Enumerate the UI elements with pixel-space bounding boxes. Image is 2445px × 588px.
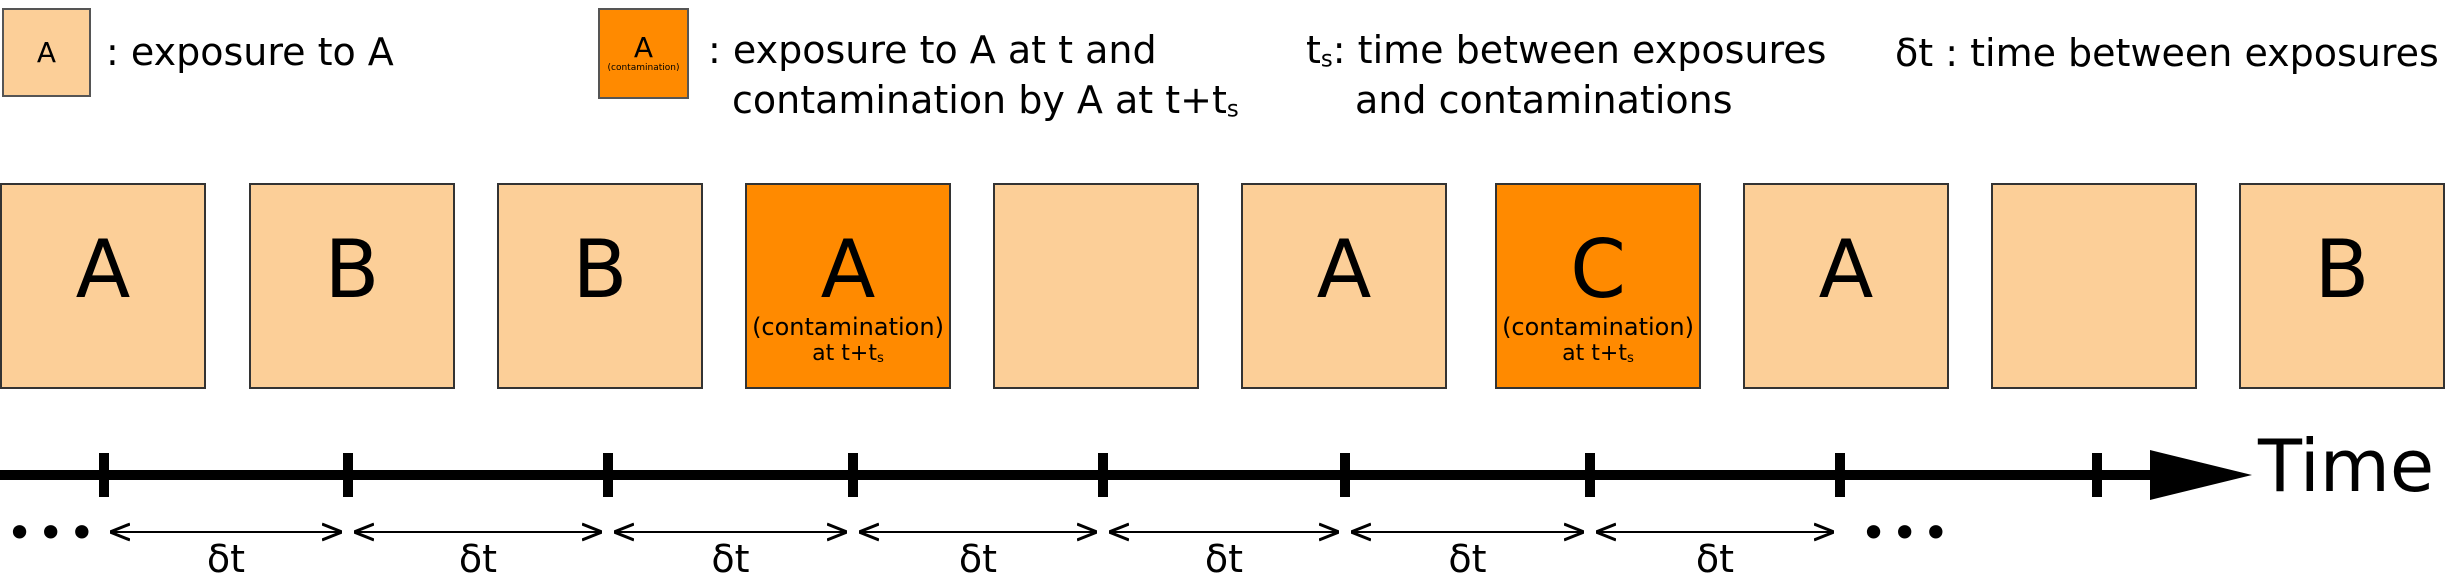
- legend-contam-box-letter: A: [633, 30, 654, 64]
- legend-plain-text: : exposure to A: [106, 30, 394, 74]
- exposure-box: A: [0, 183, 206, 389]
- legend-ts-symbol: t: [1306, 28, 1321, 72]
- legend-contam-text-line2: contamination by A at t+ts: [732, 75, 1239, 134]
- ellipsis-left: •••: [6, 506, 100, 560]
- interval-label: δt: [1695, 537, 1735, 581]
- legend-contam-text-line2-main: contamination by A at t+t: [732, 78, 1227, 122]
- interval-label: δt: [958, 537, 998, 581]
- box-letter: A: [820, 223, 876, 316]
- legend-ts-text-line1: : time between exposures: [1332, 28, 1827, 72]
- exposure-box: B: [2239, 183, 2445, 389]
- box-letter: C: [1570, 223, 1626, 316]
- legend-contam-text-line1: : exposure to A at t and: [708, 28, 1157, 72]
- legend-ts-line1: ts: time between exposures: [1306, 25, 1826, 84]
- legend-contam-box-note: (contamination): [607, 62, 680, 73]
- exposure-box: [1991, 183, 2197, 389]
- interval-label: δt: [458, 537, 498, 581]
- exposure-box: B: [497, 183, 703, 389]
- box-letter: A: [1818, 223, 1874, 316]
- box-contamination-time-main: at t+t: [1562, 341, 1627, 366]
- exposure-box: A: [1241, 183, 1447, 389]
- legend-contam-text-line2-sub: s: [1226, 96, 1239, 123]
- box-letter: B: [324, 223, 380, 316]
- contamination-box: A(contamination)at t+ts: [745, 183, 951, 389]
- box-letter: B: [572, 223, 628, 316]
- legend-contam-box: A (contamination): [598, 8, 689, 99]
- exposure-box: B: [249, 183, 455, 389]
- contamination-box: C(contamination)at t+ts: [1495, 183, 1701, 389]
- legend-plain-box: A: [2, 8, 91, 97]
- interval-label: δt: [1448, 537, 1487, 581]
- box-letter: A: [75, 223, 131, 316]
- legend-ts-text-line2: and contaminations: [1355, 78, 1733, 122]
- box-letter: B: [2314, 223, 2370, 316]
- interval-label: δt: [711, 537, 750, 581]
- box-contamination-time-sub: s: [1626, 350, 1634, 366]
- box-contamination-time: at t+ts: [1497, 341, 1699, 366]
- box-contamination-time-sub: s: [876, 350, 884, 366]
- box-contamination-note: (contamination): [752, 313, 944, 341]
- legend-ts-symbol-sub: s: [1320, 46, 1333, 73]
- legend-dt-text: δt : time between exposures: [1895, 31, 2439, 75]
- time-axis-arrowhead: [2150, 450, 2252, 500]
- time-axis-ticks: [99, 453, 2102, 497]
- box-contamination-time-main: at t+t: [812, 341, 877, 366]
- interval-label: δt: [206, 537, 246, 581]
- time-axis-label: Time: [2258, 424, 2435, 508]
- legend-plain-box-letter: A: [36, 35, 57, 69]
- ellipsis-right: •••: [1860, 506, 1954, 560]
- box-contamination-time: at t+ts: [747, 341, 949, 366]
- box-letter: A: [1316, 223, 1372, 316]
- box-contamination-note: (contamination): [1502, 313, 1694, 341]
- exposure-box: [993, 183, 1199, 389]
- interval-label: δt: [1204, 537, 1244, 581]
- exposure-box: A: [1743, 183, 1949, 389]
